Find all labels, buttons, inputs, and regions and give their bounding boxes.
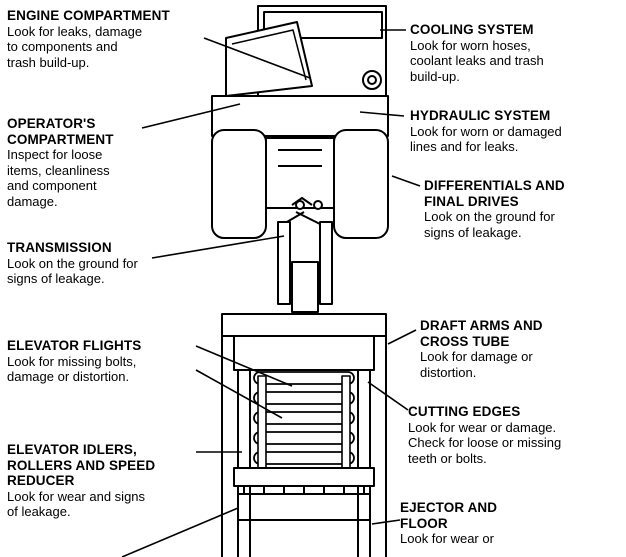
left-cylinder [277,221,291,305]
callout-body: Look for damage or distortion. [420,349,533,380]
callout-title: COOLING SYSTEM [410,22,534,37]
callout-body: Look for leaks, damage to components and… [7,23,143,70]
gooseneck-beam [291,261,319,313]
callout-engine: ENGINE COMPARTMENT Look for leaks, damag… [7,8,217,70]
callout-title: EJECTOR AND FLOOR [400,500,498,531]
callout-body: Look for worn or damaged lines and for l… [410,123,562,155]
callout-hydraulic: HYDRAULIC SYSTEM Look for worn or damage… [410,108,620,155]
fan-pulley [362,70,382,90]
left-tire [211,129,267,239]
callout-cooling: COOLING SYSTEM Look for worn hoses, cool… [410,22,620,84]
hood [225,21,313,97]
callout-operator: OPERATOR'S COMPARTMENT Inspect for loose… [7,116,157,209]
callout-title: CUTTING EDGES [408,404,521,419]
right-cylinder [319,221,333,305]
callout-idlers: ELEVATOR IDLERS, ROLLERS AND SPEED REDUC… [7,442,197,520]
callout-title: TRANSMISSION [7,240,112,255]
callout-flights: ELEVATOR FLIGHTS Look for missing bolts,… [7,338,197,385]
callout-body: Look for wear and signs of leakage. [7,488,146,520]
callout-title: DRAFT ARMS AND CROSS TUBE [420,318,543,349]
callout-body: Look for wear or damage. Check for loose… [408,419,562,466]
cross-tube [221,313,387,337]
callout-body: Inspect for loose items, cleanliness and… [7,147,110,209]
callout-title: ELEVATOR FLIGHTS [7,338,142,353]
callout-title: OPERATOR'S COMPARTMENT [7,116,114,147]
elevator-flights [253,371,355,465]
callout-body: Look on the ground for signs of leakage. [424,209,555,240]
ejector-floor [238,493,370,521]
callout-title: HYDRAULIC SYSTEM [410,108,551,123]
callout-draft: DRAFT ARMS AND CROSS TUBE Look for damag… [420,318,620,380]
callout-body: Look on the ground for signs of leakage. [7,255,138,287]
callout-body: Look for worn hoses, coolant leaks and t… [410,37,544,84]
callout-title: ELEVATOR IDLERS, ROLLERS AND SPEED REDUC… [7,442,156,488]
callout-ejector: EJECTOR AND FLOOR Look for wear or [400,500,610,547]
right-tire [333,129,389,239]
callout-body: Look for wear or [400,531,494,546]
center-frame [265,137,335,209]
callout-transmission: TRANSMISSION Look on the ground for sign… [7,240,187,287]
leader-lines [121,29,421,557]
callout-differentials: DIFFERENTIALS AND FINAL DRIVES Look on t… [424,178,620,240]
callout-title: ENGINE COMPARTMENT [7,8,170,23]
callout-title: DIFFERENTIALS AND FINAL DRIVES [424,178,565,209]
callout-cutting: CUTTING EDGES Look for wear or damage. C… [408,404,622,466]
callout-body: Look for missing bolts, damage or distor… [7,353,137,385]
cutting-edge [233,467,375,487]
